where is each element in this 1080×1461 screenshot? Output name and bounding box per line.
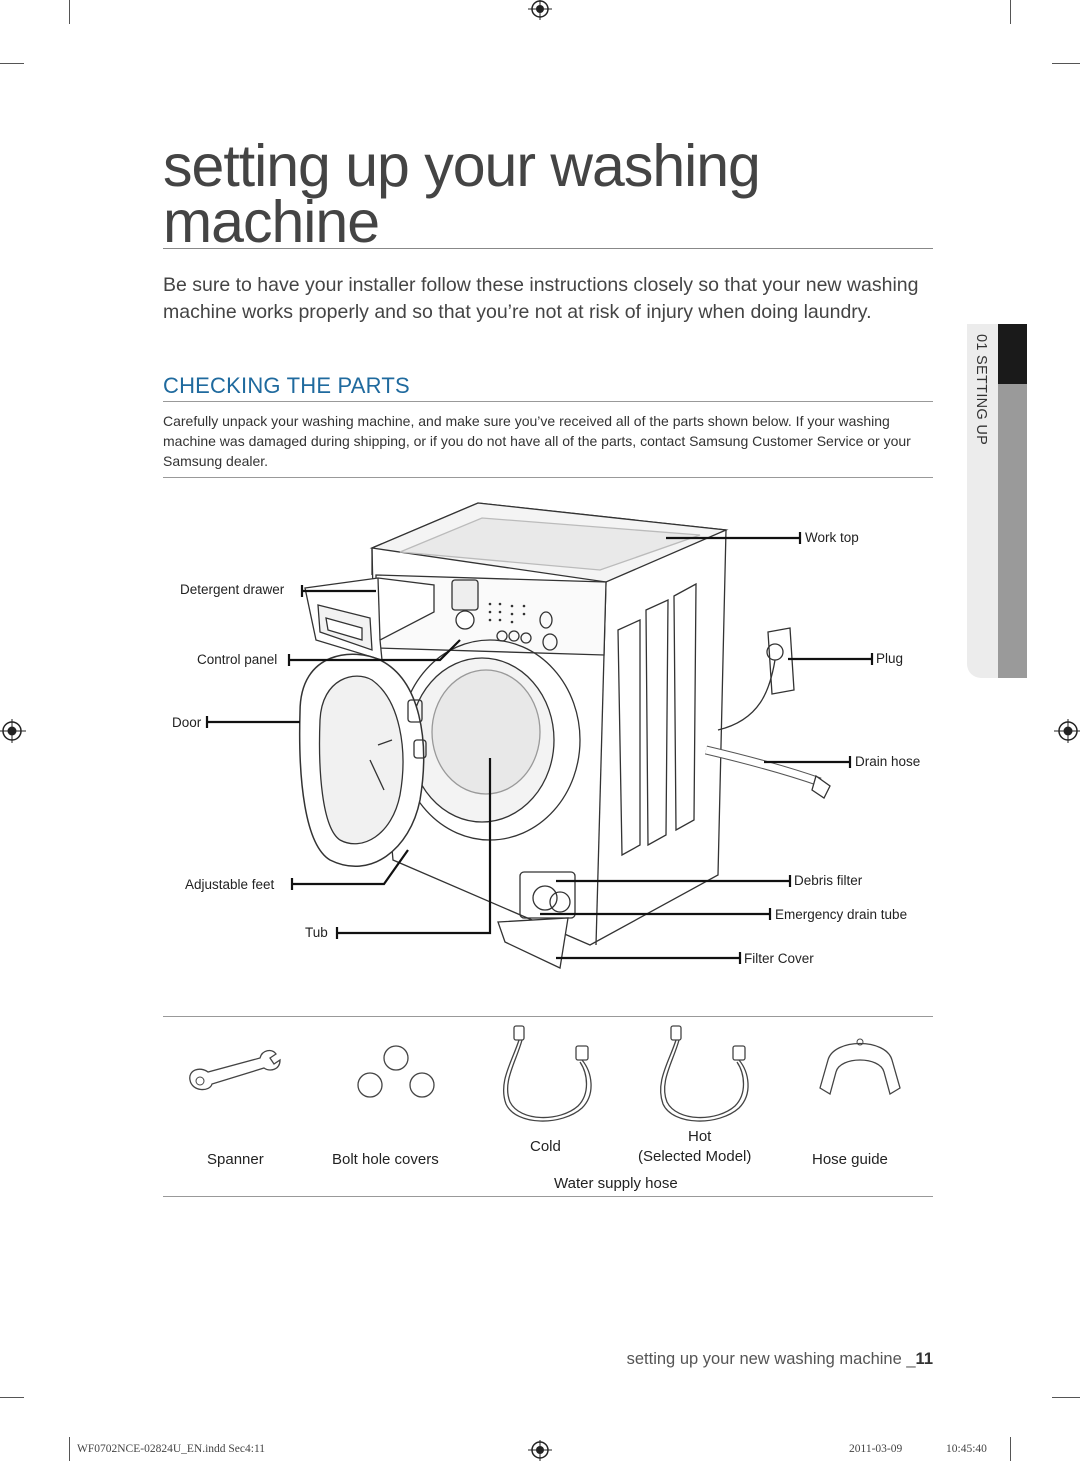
label-adjustable-feet: Adjustable feet [185, 877, 275, 892]
section-heading: CHECKING THE PARTS [163, 373, 410, 398]
accessory-cold: Cold [530, 1138, 561, 1155]
crop-mark [69, 0, 70, 24]
spanner-icon [189, 1049, 281, 1091]
chapter-tab-bar [998, 384, 1027, 678]
chapter-tab-label: 01 SETTING UP [973, 334, 989, 446]
label-drain-hose: Drain hose [855, 754, 921, 769]
label-control-panel: Control panel [197, 652, 278, 667]
accessories-top-rule [163, 1016, 933, 1017]
label-door: Door [172, 715, 202, 730]
hot-hose-icon [659, 1025, 749, 1122]
intro-paragraph: Be sure to have your installer follow th… [163, 274, 919, 323]
title-divider [163, 248, 933, 249]
label-debris-filter: Debris filter [794, 873, 863, 888]
slug-file: WF0702NCE-02824U_EN.indd Sec4:11 [77, 1443, 266, 1455]
crop-mark [0, 63, 24, 64]
label-emergency-drain-tube: Emergency drain tube [775, 907, 908, 922]
body-divider [163, 477, 933, 478]
page-footer: setting up your new washing machine _11 [627, 1350, 933, 1369]
accessory-selected-model: (Selected Model) [638, 1148, 752, 1165]
section-body: Carefully unpack your washing machine, a… [163, 413, 911, 469]
hose-guide-icon [819, 1038, 901, 1095]
crop-mark [1010, 1437, 1011, 1461]
bolt-hole-covers-icon [357, 1045, 435, 1098]
chapter-tab: 01 SETTING UP [967, 334, 997, 464]
slug-date: 2011-03-09 [849, 1443, 903, 1455]
crop-mark [0, 1397, 24, 1398]
label-filter-cover: Filter Cover [744, 951, 814, 966]
crop-mark [1052, 63, 1080, 64]
accessories-bottom-rule [163, 1196, 933, 1197]
crop-mark [1010, 0, 1011, 24]
registration-mark-icon [1054, 719, 1080, 743]
label-plug: Plug [876, 651, 904, 666]
cold-hose-icon [502, 1025, 592, 1122]
registration-mark-icon [528, 0, 552, 20]
crop-mark [1052, 1397, 1080, 1398]
page-title: setting up your washing machine [163, 133, 761, 255]
registration-mark-icon [0, 719, 26, 743]
accessory-spanner: Spanner [207, 1151, 264, 1168]
accessory-hose-guide: Hose guide [812, 1151, 888, 1168]
label-tub: Tub [305, 925, 328, 940]
accessory-water-supply-hose: Water supply hose [554, 1175, 678, 1192]
accessory-bolt-hole-covers: Bolt hole covers [332, 1151, 439, 1168]
page-number: 11 [915, 1350, 933, 1368]
label-detergent-drawer: Detergent drawer [180, 582, 285, 597]
footer-text: setting up your new washing machine _ [626, 1350, 916, 1368]
registration-mark-icon [528, 1440, 552, 1461]
accessory-hot: Hot [688, 1128, 712, 1145]
washing-machine-diagram [205, 502, 874, 969]
chapter-tab-marker [998, 324, 1027, 384]
label-work-top: Work top [805, 530, 859, 545]
crop-mark [69, 1437, 70, 1461]
section-divider [163, 401, 933, 402]
chapter-tab-background [967, 324, 998, 678]
slug-time: 10:45:40 [946, 1443, 987, 1455]
